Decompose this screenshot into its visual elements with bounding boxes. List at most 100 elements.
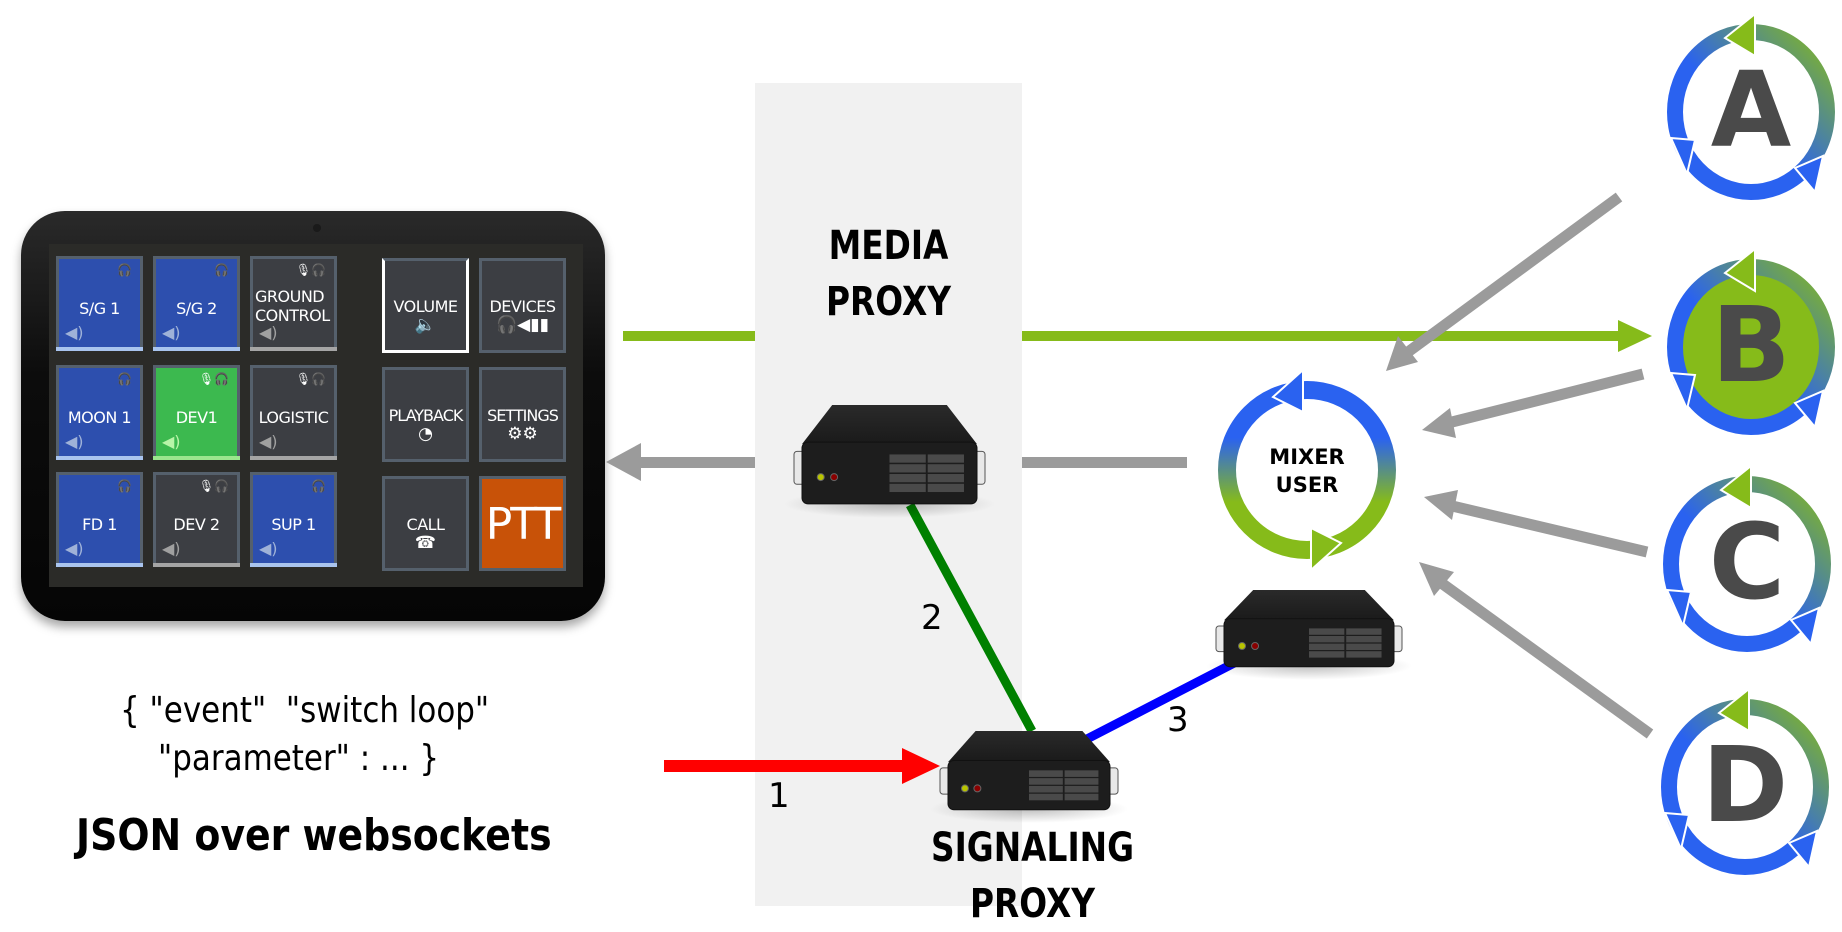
- server-drive-bay: [1346, 628, 1382, 635]
- tablet-camera: [313, 224, 321, 232]
- clock-icon: ◔: [418, 424, 433, 444]
- loop-tile-dev2[interactable]: 🎙🎧 DEV 2 ◀): [153, 472, 240, 567]
- loop-tile-label-line1: GROUND: [255, 287, 325, 306]
- mixer-arrowhead-bottom: [1310, 526, 1343, 573]
- server-drive-bay: [1064, 793, 1099, 801]
- speaker-icon: 🔈: [414, 315, 437, 335]
- server-drive-bay: [927, 474, 964, 483]
- loop-tile-label-line2: CONTROL: [255, 306, 330, 325]
- json-example-line2: "parameter" : ... }: [158, 738, 440, 779]
- connection-3-label: 3: [1167, 700, 1189, 740]
- server-led-red: [830, 473, 839, 482]
- settings-button[interactable]: SETTINGS ⚙⚙: [479, 367, 566, 462]
- server-drive-bay: [1029, 785, 1063, 793]
- server-drive-bay: [1309, 651, 1345, 658]
- loop-arrowhead-top: [1723, 11, 1756, 58]
- media-out-flow: [623, 320, 1652, 352]
- server-front: [801, 441, 978, 505]
- devices-button[interactable]: DEVICES 🎧◀▮▮: [479, 258, 566, 353]
- settings-label: SETTINGS: [487, 406, 559, 425]
- loop-tile-fd1[interactable]: 🎧 FD 1 ◀): [56, 472, 143, 567]
- loop-b: B: [1667, 246, 1835, 435]
- volume-bar: [250, 456, 337, 460]
- media-out-line-left: [623, 331, 755, 341]
- loop-d: D: [1661, 686, 1829, 875]
- volume-bar: [250, 563, 337, 567]
- speaker-icon: ◀): [162, 323, 181, 342]
- arrow-a-line: [1404, 192, 1623, 357]
- arrow-b-head: [1422, 408, 1456, 438]
- volume-bar: [153, 563, 240, 567]
- loop-tile-label: DEV 2: [173, 515, 220, 534]
- arrow-c-line: [1446, 499, 1649, 558]
- loop-fill: [1681, 267, 1821, 427]
- headphones-icon: 🎧: [117, 479, 132, 493]
- speaker-icon: ◀): [162, 432, 181, 451]
- loop-tile-sg1[interactable]: 🎧 S/G 1 ◀): [56, 256, 143, 351]
- mixer-user-loop: MIXER USER: [1218, 367, 1396, 573]
- arrow-c-head: [1424, 490, 1458, 520]
- speaker-icon: ◀): [259, 539, 278, 558]
- signaling-proxy-label: SIGNALING PROXY: [924, 820, 1141, 932]
- server-drive-bay: [1309, 628, 1345, 635]
- loop-letter: C: [1709, 501, 1785, 623]
- server-drive-bay: [889, 474, 926, 483]
- server-drive-bay: [1346, 651, 1382, 658]
- loop-tile-moon1[interactable]: 🎧 MOON 1 ◀): [56, 365, 143, 460]
- call-button[interactable]: CALL ☎: [382, 476, 469, 571]
- volume-label: VOLUME: [393, 297, 459, 316]
- server-top: [1224, 590, 1394, 621]
- loop-tile-label: SUP 1: [271, 515, 316, 534]
- loop-tile-label: MOON 1: [67, 408, 132, 427]
- loop-letter: A: [1711, 49, 1792, 171]
- loop-arrowhead-top: [1719, 463, 1752, 510]
- media-proxy-label-line1: MEDIA: [828, 223, 949, 269]
- server-drive-bay: [1346, 643, 1382, 650]
- volume-button[interactable]: VOLUME 🔈: [382, 258, 469, 353]
- playback-button[interactable]: PLAYBACK ◔: [382, 367, 469, 462]
- signaling-proxy-label-line1: SIGNALING: [930, 825, 1135, 871]
- connection-1-line: [664, 760, 904, 772]
- speaker-icon: ◀): [259, 432, 278, 451]
- mixer-ring: [1218, 381, 1396, 559]
- volume-bar: [250, 347, 337, 351]
- loop-tile-sup1[interactable]: 🎧 SUP 1 ◀): [250, 472, 337, 567]
- media-proxy-label-line2: PROXY: [825, 279, 952, 325]
- signaling-proxy-label-line2: PROXY: [969, 881, 1096, 927]
- loop-arrowhead-top: [1723, 246, 1756, 293]
- server-led-green: [816, 473, 825, 482]
- headphones-icon: 🎧: [311, 479, 326, 493]
- server-led-green: [1238, 642, 1247, 650]
- loop-tile-label: S/G 1: [79, 299, 120, 318]
- loop-arrowhead-right: [1793, 389, 1825, 430]
- json-example-line1: { "event" "switch loop": [120, 690, 490, 731]
- volume-bar: [56, 347, 143, 351]
- arrow-a-head: [1386, 336, 1418, 371]
- loop-tile-label: FD 1: [82, 515, 117, 534]
- server-drive-bay: [927, 464, 964, 473]
- loop-tile-sg2[interactable]: 🎧 S/G 2 ◀): [153, 256, 240, 351]
- signaling-proxy-server: [930, 731, 1128, 823]
- headphones-icon: 🎧: [117, 372, 132, 386]
- server-front: [1223, 618, 1395, 668]
- ptt-button[interactable]: PTT: [479, 476, 566, 571]
- media-in-arrowhead: [606, 443, 641, 481]
- server-led-green: [960, 784, 969, 793]
- loop-tile-logistic[interactable]: 🎙🎧 LOGISTIC ◀): [250, 365, 337, 460]
- server-top: [948, 731, 1110, 763]
- mic-headphones-icon: 🎙🎧: [198, 372, 229, 386]
- devices-label: DEVICES: [489, 297, 556, 316]
- arrow-d-head: [1419, 562, 1454, 596]
- speaker-icon: ◀): [259, 323, 278, 342]
- server-drive-bay: [1346, 636, 1382, 643]
- mic-headphones-icon: 🎙🎧: [295, 372, 326, 386]
- speaker-icon: ◀): [65, 323, 84, 342]
- media-proxy-server: [784, 405, 995, 518]
- loop-arrowhead-right: [1793, 154, 1825, 195]
- arrow-b-line: [1446, 368, 1645, 429]
- media-out-line-right: [1022, 331, 1625, 341]
- volume-bar: [153, 456, 240, 460]
- loop-tile-dev1[interactable]: 🎙🎧 DEV1 ◀): [153, 365, 240, 460]
